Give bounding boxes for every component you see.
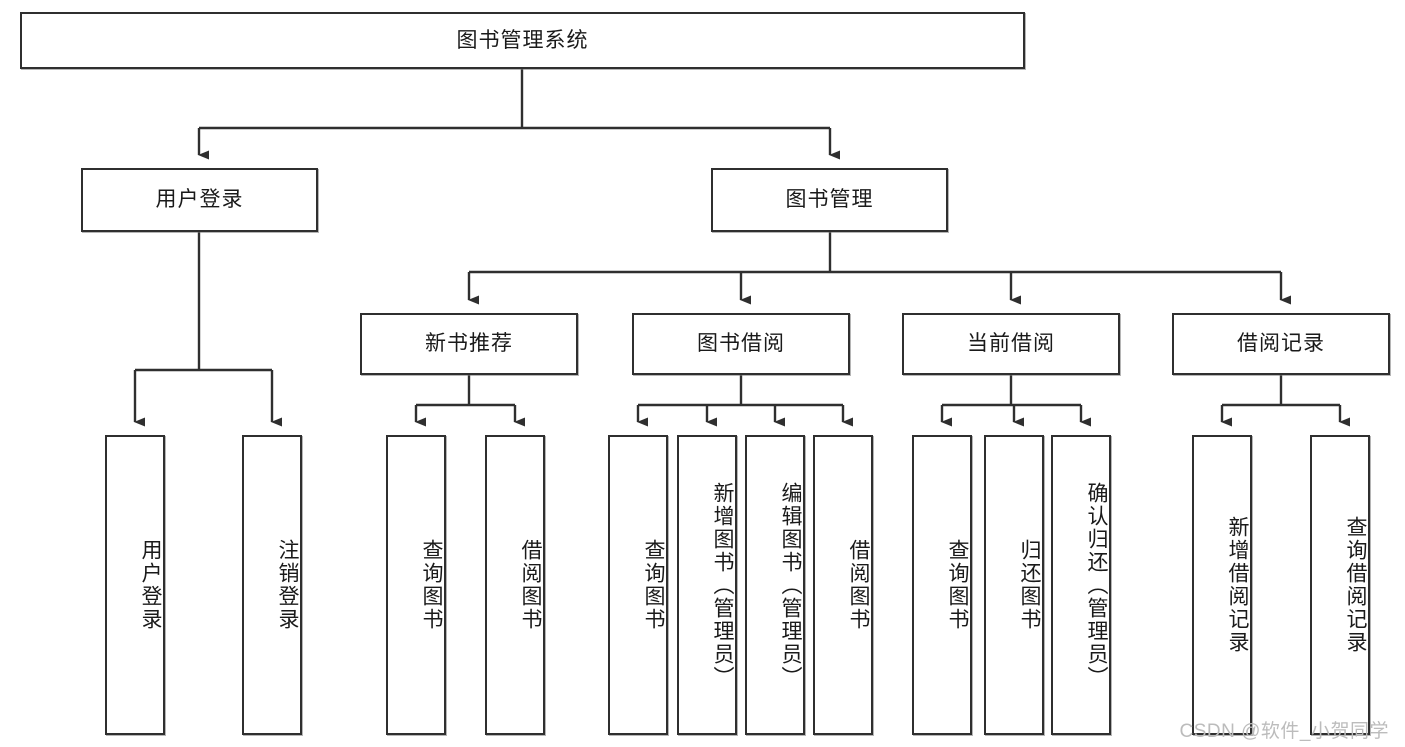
leaf-node[interactable]: 归还图书: [984, 435, 1044, 735]
leaf-node-label: 查询图书: [642, 539, 665, 631]
leaf-node[interactable]: 查询图书: [608, 435, 668, 735]
edges-records-to-leaves: [1220, 375, 1350, 427]
edges-userlogin-to-leaves: [133, 232, 282, 427]
leaf-node-label: 查询图书: [420, 539, 443, 631]
edges-root-to-level1: [197, 69, 840, 160]
node-current-borrow-label: 当前借阅: [967, 332, 1055, 356]
node-borrow-records-label: 借阅记录: [1237, 332, 1325, 356]
leaf-node-label: 查询借阅记录: [1344, 516, 1367, 654]
node-book-borrow-label: 图书借阅: [697, 332, 785, 356]
node-user-login-label: 用户登录: [155, 188, 244, 212]
edges-borrow-to-leaves: [636, 375, 853, 427]
leaf-node[interactable]: 借阅图书: [813, 435, 873, 735]
leaf-node-label: 新增图书（管理员）: [711, 481, 734, 689]
edges-newbook-to-leaves: [414, 375, 525, 427]
node-root-label: 图书管理系统: [456, 28, 589, 52]
leaf-node[interactable]: 查询借阅记录: [1310, 435, 1370, 735]
leaf-node-label: 新增借阅记录: [1226, 516, 1249, 654]
leaf-node-label: 查询图书: [946, 539, 969, 631]
leaf-node-label: 确认归还（管理员）: [1085, 481, 1108, 689]
leaf-node[interactable]: 查询图书: [912, 435, 972, 735]
leaf-node[interactable]: 新增借阅记录: [1192, 435, 1252, 735]
node-new-book-recommend-label: 新书推荐: [425, 332, 513, 356]
edges-level1-to-level2: [467, 232, 1291, 305]
node-borrow-records[interactable]: 借阅记录: [1172, 313, 1390, 375]
leaf-node[interactable]: 新增图书（管理员）: [677, 435, 737, 735]
leaf-node[interactable]: 用户登录: [105, 435, 165, 735]
leaf-node[interactable]: 确认归还（管理员）: [1051, 435, 1111, 735]
leaf-node-label: 借阅图书: [847, 539, 870, 631]
leaf-node-label: 注销登录: [276, 539, 299, 631]
node-current-borrow[interactable]: 当前借阅: [902, 313, 1120, 375]
leaf-node[interactable]: 借阅图书: [485, 435, 545, 735]
node-new-book-recommend[interactable]: 新书推荐: [360, 313, 578, 375]
edges-current-to-leaves: [940, 375, 1091, 427]
node-book-management[interactable]: 图书管理: [711, 168, 948, 232]
node-root-system[interactable]: 图书管理系统: [20, 12, 1025, 69]
leaf-node[interactable]: 注销登录: [242, 435, 302, 735]
leaf-node-label: 用户登录: [139, 539, 162, 631]
leaf-node-label: 编辑图书（管理员）: [779, 481, 802, 689]
leaf-node-label: 借阅图书: [519, 539, 542, 631]
node-book-borrow[interactable]: 图书借阅: [632, 313, 850, 375]
leaf-node-label: 归还图书: [1018, 539, 1041, 631]
node-user-login[interactable]: 用户登录: [81, 168, 318, 232]
leaf-node[interactable]: 编辑图书（管理员）: [745, 435, 805, 735]
node-book-management-label: 图书管理: [785, 188, 874, 212]
leaf-node[interactable]: 查询图书: [386, 435, 446, 735]
